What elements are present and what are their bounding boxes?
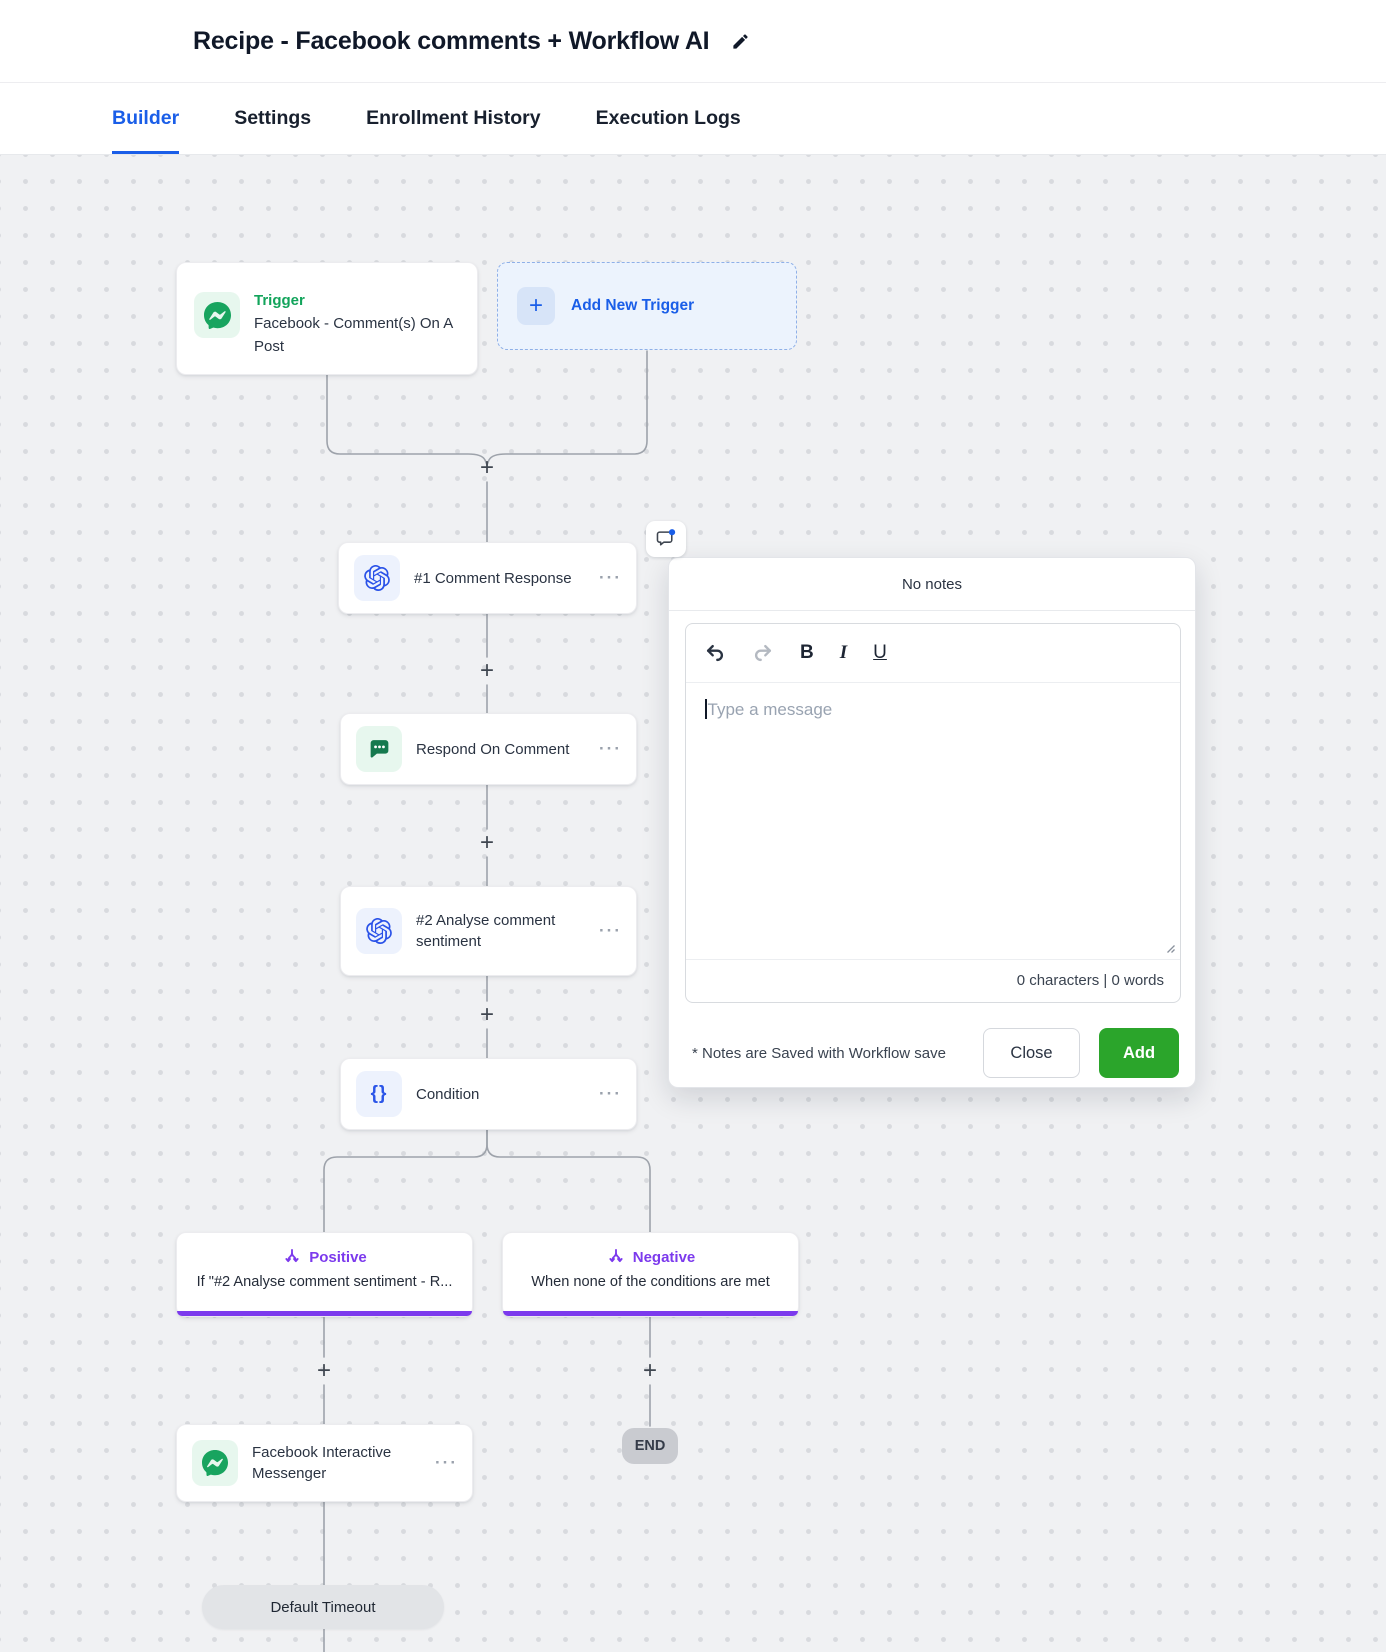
notes-placeholder: Type a message bbox=[707, 700, 833, 719]
braces-icon: {} bbox=[356, 1071, 402, 1117]
end-badge: END bbox=[622, 1428, 678, 1464]
node-analyse-sentiment[interactable]: #2 Analyse comment sentiment ··· bbox=[340, 886, 637, 976]
character-word-counter: 0 characters | 0 words bbox=[686, 959, 1180, 1000]
branch-condition: If "#2 Analyse comment sentiment - R... bbox=[196, 1274, 453, 1290]
openai-icon bbox=[354, 555, 400, 601]
notes-textarea[interactable]: Type a message bbox=[686, 683, 1180, 959]
node-label: Respond On Comment bbox=[416, 740, 570, 758]
branch-split-icon bbox=[285, 1249, 299, 1263]
insert-step-plus[interactable]: + bbox=[479, 829, 495, 856]
notes-popup: No notes B I U Type a message bbox=[668, 557, 1196, 1088]
add-new-trigger-button[interactable]: + Add New Trigger bbox=[497, 262, 797, 350]
insert-step-plus[interactable]: + bbox=[642, 1357, 658, 1384]
node-label: #2 Analyse comment sentiment bbox=[416, 912, 556, 950]
branch-accent-bar bbox=[177, 1311, 472, 1316]
comment-bubble-icon bbox=[356, 726, 402, 772]
notes-popup-footer: * Notes are Saved with Workflow save Clo… bbox=[685, 1026, 1179, 1080]
connector-lines bbox=[323, 350, 651, 1652]
insert-step-plus[interactable]: + bbox=[479, 1001, 495, 1028]
notes-editor[interactable]: B I U Type a message 0 characters | 0 wo… bbox=[685, 623, 1181, 1003]
node-condition[interactable]: {} Condition ··· bbox=[340, 1058, 637, 1130]
notes-save-footnote: * Notes are Saved with Workflow save bbox=[692, 1044, 946, 1062]
tab-builder[interactable]: Builder bbox=[112, 83, 180, 154]
branch-split-icon bbox=[609, 1249, 623, 1263]
redo-icon[interactable] bbox=[752, 642, 774, 664]
add-button[interactable]: Add bbox=[1099, 1028, 1179, 1078]
note-bubble-icon bbox=[656, 529, 676, 546]
insert-step-plus[interactable]: + bbox=[479, 454, 495, 481]
trigger-title: Facebook - Comment(s) On A Post bbox=[254, 315, 453, 355]
node-respond-on-comment[interactable]: Respond On Comment ··· bbox=[340, 713, 637, 785]
branch-accent-bar bbox=[503, 1311, 798, 1316]
node-more-menu[interactable]: ··· bbox=[599, 739, 622, 758]
node-comment-response[interactable]: #1 Comment Response ··· bbox=[338, 542, 637, 614]
branch-condition: When none of the conditions are met bbox=[531, 1274, 770, 1290]
trigger-kicker: Trigger bbox=[254, 292, 305, 309]
branch-label: Negative bbox=[632, 1248, 696, 1266]
node-label: Condition bbox=[416, 1085, 480, 1103]
node-label: #1 Comment Response bbox=[414, 569, 572, 587]
underline-button[interactable]: U bbox=[873, 642, 887, 663]
node-more-menu[interactable]: ··· bbox=[599, 1084, 622, 1103]
add-new-trigger-label: Add New Trigger bbox=[571, 297, 695, 314]
insert-step-plus[interactable]: + bbox=[316, 1357, 332, 1384]
branch-positive[interactable]: Positive If "#2 Analyse comment sentimen… bbox=[176, 1232, 473, 1317]
trigger-card[interactable]: Trigger Facebook - Comment(s) On A Post bbox=[176, 262, 478, 375]
messenger-icon bbox=[194, 292, 240, 338]
messenger-icon bbox=[192, 1440, 238, 1486]
tab-bar: Builder Settings Enrollment History Exec… bbox=[0, 82, 1386, 155]
notes-popup-title: No notes bbox=[669, 558, 1195, 611]
close-button[interactable]: Close bbox=[983, 1028, 1080, 1078]
page-title: Recipe - Facebook comments + Workflow AI bbox=[193, 26, 710, 55]
branch-label: Positive bbox=[309, 1248, 367, 1266]
node-notes-chip[interactable] bbox=[646, 521, 686, 557]
workflow-canvas[interactable]: + + + + + + Trigger Facebook - Comment(s… bbox=[0, 155, 1386, 1652]
tab-execution-logs[interactable]: Execution Logs bbox=[595, 107, 741, 129]
node-more-menu[interactable]: ··· bbox=[435, 1453, 458, 1472]
node-more-menu[interactable]: ··· bbox=[599, 568, 622, 587]
resize-grip-icon[interactable] bbox=[1163, 941, 1176, 954]
branch-negative[interactable]: Negative When none of the conditions are… bbox=[502, 1232, 799, 1317]
bold-button[interactable]: B bbox=[800, 642, 814, 663]
insert-step-plus[interactable]: + bbox=[479, 657, 495, 684]
openai-icon bbox=[356, 908, 402, 954]
node-facebook-interactive-messenger[interactable]: Facebook Interactive Messenger ··· bbox=[176, 1424, 473, 1502]
default-timeout-pill[interactable]: Default Timeout bbox=[202, 1585, 444, 1629]
node-more-menu[interactable]: ··· bbox=[599, 921, 622, 940]
plus-icon: + bbox=[517, 287, 555, 325]
edit-title-pencil-icon[interactable] bbox=[731, 32, 750, 51]
header: Recipe - Facebook comments + Workflow AI bbox=[0, 0, 1386, 82]
node-label: Facebook Interactive Messenger bbox=[252, 1444, 392, 1482]
notes-editor-toolbar: B I U bbox=[686, 624, 1180, 683]
text-caret bbox=[705, 699, 707, 719]
undo-icon[interactable] bbox=[704, 642, 726, 664]
tab-settings[interactable]: Settings bbox=[234, 107, 312, 129]
tab-enrollment-history[interactable]: Enrollment History bbox=[366, 107, 541, 129]
italic-button[interactable]: I bbox=[839, 642, 848, 663]
